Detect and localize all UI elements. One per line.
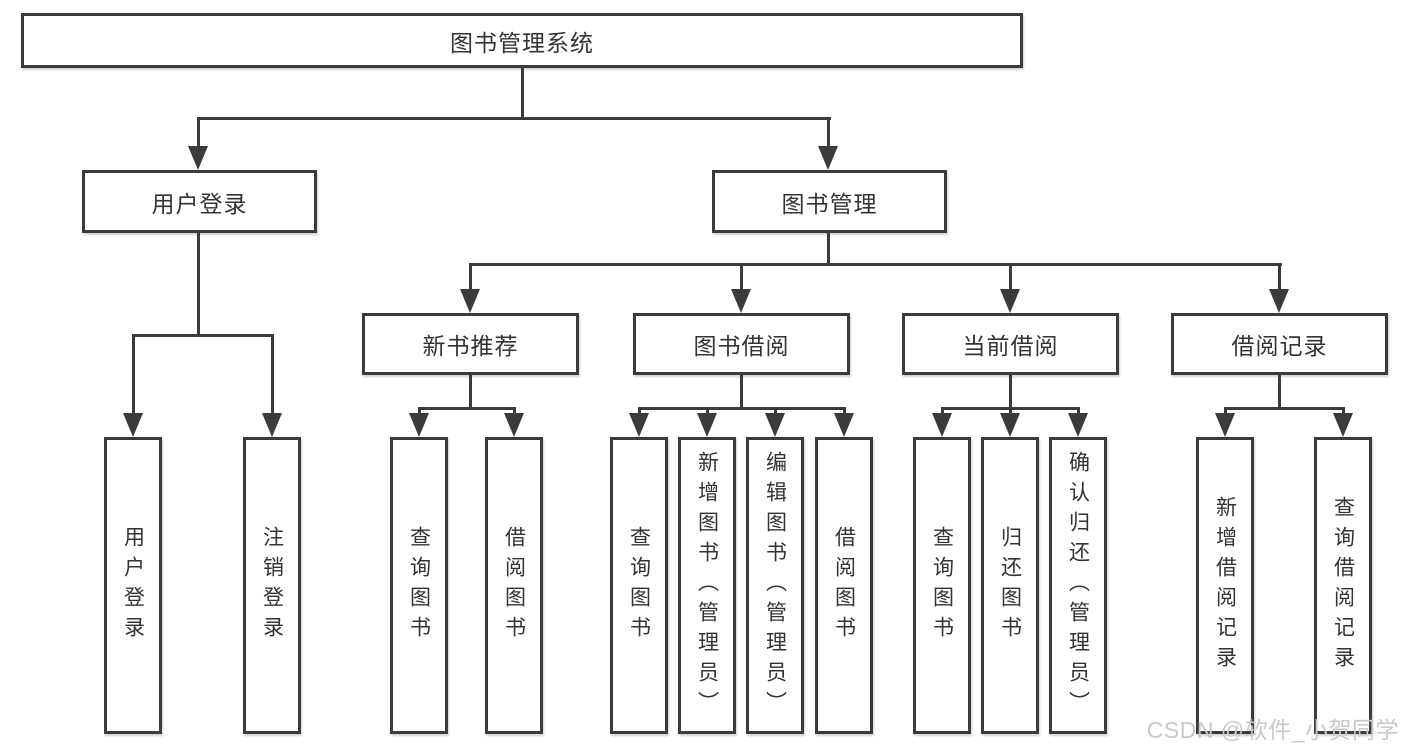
arrowhead-down-icon	[697, 413, 717, 437]
arrowhead-down-icon	[834, 413, 854, 437]
connector-line	[197, 233, 200, 336]
arrowhead-down-icon	[1000, 413, 1020, 437]
arrowhead-down-icon	[1068, 413, 1088, 437]
node-root-system: 图书管理系统	[21, 13, 1023, 68]
leaf-query-books-current: 查询图书	[913, 437, 971, 734]
arrowhead-down-icon	[818, 146, 838, 170]
leaf-user-login: 用户登录	[104, 437, 162, 734]
leaf-label: 新增图书（管理员）	[695, 450, 719, 721]
node-current-borrow: 当前借阅	[902, 313, 1119, 375]
node-book-management: 图书管理	[712, 170, 947, 233]
node-book-borrow: 图书借阅	[633, 313, 850, 375]
node-borrow-records: 借阅记录	[1171, 313, 1388, 375]
node-user-login-label: 用户登录	[151, 190, 248, 217]
leaf-confirm-return-admin: 确认归还（管理员）	[1049, 437, 1107, 734]
arrowhead-down-icon	[188, 146, 208, 170]
node-borrow-records-label: 借阅记录	[1231, 333, 1328, 359]
leaf-query-borrow-record: 查询借阅记录	[1314, 437, 1372, 734]
node-new-book-recommend: 新书推荐	[362, 313, 579, 375]
connector-line	[638, 407, 846, 410]
arrowhead-down-icon	[629, 413, 649, 437]
leaf-edit-books-admin: 编辑图书（管理员）	[746, 437, 804, 734]
connector-line	[271, 334, 274, 416]
connector-line	[1077, 407, 1080, 415]
connector-line	[469, 375, 472, 409]
connector-line	[1224, 407, 1344, 410]
connector-line	[843, 407, 846, 415]
node-new-book-recommend-label: 新书推荐	[422, 333, 519, 359]
leaf-borrow-books-recommend: 借阅图书	[485, 437, 543, 734]
arrowhead-down-icon	[460, 289, 480, 313]
connector-line	[1278, 375, 1281, 409]
arrowhead-down-icon	[932, 413, 952, 437]
connector-line	[1224, 407, 1227, 415]
connector-line	[706, 407, 709, 415]
node-book-borrow-label: 图书借阅	[693, 333, 790, 359]
leaf-label: 查询图书	[407, 525, 431, 646]
leaf-return-books: 归还图书	[981, 437, 1039, 734]
connector-line	[1009, 407, 1012, 415]
connector-line	[740, 263, 743, 291]
connector-line	[1278, 263, 1281, 291]
connector-line	[418, 407, 421, 415]
leaf-label: 注销登录	[260, 525, 284, 646]
arrowhead-down-icon	[123, 413, 143, 437]
leaf-label: 查询图书	[930, 525, 954, 646]
leaf-query-books-borrow: 查询图书	[610, 437, 668, 734]
arrowhead-down-icon	[731, 289, 751, 313]
arrowhead-down-icon	[1215, 413, 1235, 437]
leaf-borrow-books: 借阅图书	[815, 437, 873, 734]
leaf-label: 用户登录	[121, 525, 145, 646]
node-current-borrow-label: 当前借阅	[962, 333, 1059, 359]
arrowhead-down-icon	[765, 413, 785, 437]
connector-line	[941, 407, 944, 415]
leaf-label: 查询图书	[627, 525, 651, 646]
connector-line	[827, 117, 830, 149]
leaf-logout: 注销登录	[243, 437, 301, 734]
connector-line	[469, 263, 1282, 266]
connector-line	[1342, 407, 1345, 415]
arrowhead-down-icon	[504, 413, 524, 437]
connector-line	[132, 334, 135, 416]
leaf-add-books-admin: 新增图书（管理员）	[678, 437, 736, 734]
leaf-add-borrow-record: 新增借阅记录	[1196, 437, 1254, 734]
connector-line	[827, 233, 830, 265]
leaf-label: 查询借阅记录	[1331, 495, 1355, 676]
leaf-label: 确认归还（管理员）	[1066, 450, 1090, 721]
connector-line	[418, 407, 516, 410]
arrowhead-down-icon	[262, 413, 282, 437]
connector-line	[740, 375, 743, 409]
connector-line	[197, 117, 831, 120]
arrowhead-down-icon	[409, 413, 429, 437]
leaf-label: 借阅图书	[502, 525, 526, 646]
connector-line	[521, 68, 524, 119]
connector-line	[1009, 263, 1012, 291]
leaf-label: 归还图书	[998, 525, 1022, 646]
csdn-watermark: CSDN @软件_小贺同学	[1146, 717, 1399, 743]
arrowhead-down-icon	[1333, 413, 1353, 437]
leaf-label: 借阅图书	[832, 525, 856, 646]
leaf-label: 新增借阅记录	[1213, 495, 1237, 676]
connector-line	[132, 334, 274, 337]
node-book-management-label: 图书管理	[781, 190, 878, 217]
connector-line	[513, 407, 516, 415]
arrowhead-down-icon	[1269, 289, 1289, 313]
connector-line	[197, 117, 200, 149]
node-user-login: 用户登录	[82, 170, 317, 233]
connector-line	[774, 407, 777, 415]
arrowhead-down-icon	[1000, 289, 1020, 313]
connector-line	[469, 263, 472, 291]
connector-line	[638, 407, 641, 415]
leaf-query-books-recommend: 查询图书	[390, 437, 448, 734]
leaf-label: 编辑图书（管理员）	[763, 450, 787, 721]
connector-line	[1009, 375, 1012, 409]
node-root-label: 图书管理系统	[450, 29, 594, 56]
